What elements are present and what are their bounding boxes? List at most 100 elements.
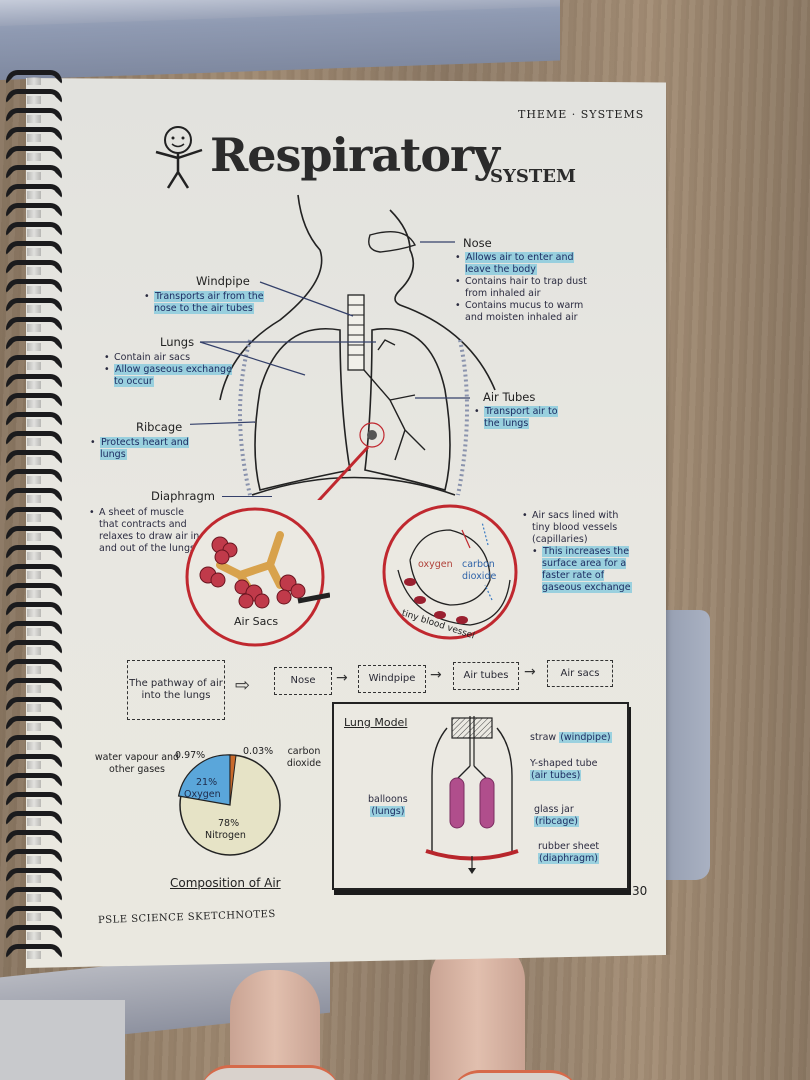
pathway-arrow-icon: → (430, 667, 442, 683)
box-corner (0, 1000, 125, 1080)
spiral-ring (6, 203, 62, 218)
page-subtitle: SYSTEM (490, 166, 576, 187)
lung-model-part-glass-jar: glass jar (ribcage) (534, 804, 579, 828)
pathway-step-air-tubes: Air tubes (453, 662, 519, 690)
diaphragm-leader-line (222, 496, 272, 498)
lung-model-panel: Lung Model straw (windpipe) Y-shaped tub… (332, 702, 629, 890)
lungs-bullets: Contain air sacs Allow gaseous exchange … (104, 352, 244, 388)
spiral-ring (6, 70, 62, 85)
lung-model-part-y-tube: Y-shaped tube (air tubes) (530, 758, 620, 782)
page-number: 30 (632, 884, 648, 898)
air-tubes-label: Air Tubes (483, 390, 536, 404)
spiral-ring (6, 526, 62, 541)
spiral-ring (6, 279, 62, 294)
part-analogy: (diaphragm) (538, 853, 599, 864)
part-item: rubber sheet (538, 841, 600, 852)
part-analogy: (ribcage) (534, 816, 579, 827)
air-sacs-illustration (185, 507, 330, 647)
spiral-ring (6, 108, 62, 123)
spiral-ring (6, 754, 62, 769)
spiral-ring (6, 735, 62, 750)
water-vapour-label: water vapour and other gases (94, 752, 180, 775)
spiral-ring (6, 184, 62, 199)
part-item: balloons (368, 794, 408, 805)
capillary-illustration (382, 504, 518, 640)
spiral-ring (6, 165, 62, 180)
spiral-ring (6, 602, 62, 617)
water-vapour-value: 0.97% (175, 750, 206, 761)
air-sacs-note-text: Air sacs lined with tiny blood vessels (… (532, 510, 619, 545)
oxygen-value: 21% (196, 777, 218, 788)
windpipe-bullet-text: Transports air from the nose to the air … (154, 291, 264, 314)
composition-title: Composition of Air (170, 876, 281, 890)
pathway-step-windpipe: Windpipe (358, 665, 426, 693)
spiral-ring (6, 640, 62, 655)
windpipe-bullets: Transports air from the nose to the air … (144, 291, 276, 315)
pathway-step-nose: Nose (274, 667, 332, 695)
theme-separator: · (571, 108, 581, 121)
lungs-label: Lungs (160, 335, 195, 349)
spiral-ring (6, 469, 62, 484)
windpipe-bullet: Transports air from the nose to the air … (144, 291, 276, 315)
nose-bullet: Contains hair to trap dust from inhaled … (455, 276, 595, 300)
spiral-ring (6, 716, 62, 731)
spiral-ring (6, 298, 62, 313)
lung-model-title: Lung Model (344, 716, 408, 729)
lung-model-part-straw: straw (windpipe) (530, 732, 612, 744)
nose-bullet-text: Contains hair to trap dust from inhaled … (465, 276, 587, 299)
spiral-ring (6, 830, 62, 845)
left-shoe (200, 1065, 340, 1080)
spiral-ring (6, 260, 62, 275)
ribcage-bullet: Protects heart and lungs (90, 437, 190, 461)
diaphragm-label: Diaphragm (151, 489, 215, 503)
ribcage-label: Ribcage (136, 420, 183, 434)
oxygen-slice-label: Oxygen (184, 789, 221, 800)
spiral-ring (6, 507, 62, 522)
part-analogy: (air tubes) (530, 770, 582, 781)
spiral-ring (6, 944, 62, 959)
theme-tag: THEME · SYSTEMS (518, 108, 644, 121)
ribcage-bullets: Protects heart and lungs (90, 437, 190, 461)
part-analogy: (windpipe) (559, 732, 612, 743)
air-tubes-bullet: Transport air to the lungs (474, 406, 564, 430)
pathway-arrow-icon: → (524, 664, 536, 680)
part-item: Y-shaped tube (530, 758, 598, 769)
air-tubes-bullet-text: Transport air to the lungs (484, 406, 558, 429)
spiral-ring (6, 146, 62, 161)
diaphragm-bullet: A sheet of muscle that contracts and rel… (89, 507, 201, 555)
spiral-ring (6, 545, 62, 560)
spiral-ring (6, 564, 62, 579)
lungs-bullet-text: Contain air sacs (114, 352, 191, 363)
pathway-step-air-sacs: Air sacs (547, 660, 613, 687)
spiral-ring (6, 697, 62, 712)
nose-label: Nose (463, 236, 492, 250)
pathway-intro-box: The pathway of air into the lungs (127, 660, 225, 720)
legs (200, 940, 580, 1080)
bell-jar-model-illustration (425, 716, 519, 874)
spiral-ring (6, 355, 62, 370)
lungs-bullet: Allow gaseous exchange to occur (104, 364, 244, 388)
spiral-ring (6, 811, 62, 826)
nitrogen-label: Nitrogen (205, 830, 246, 841)
part-item: straw (530, 732, 557, 743)
windpipe-label: Windpipe (196, 274, 250, 288)
spiral-ring (6, 336, 62, 351)
spiral-ring (6, 583, 62, 598)
respiratory-diagram (190, 194, 496, 500)
spiral-ring (6, 488, 62, 503)
diaphragm-bullet-text: A sheet of muscle that contracts and rel… (99, 507, 200, 554)
spiral-ring (6, 222, 62, 237)
nitrogen-value: 78% (218, 818, 240, 829)
spiral-ring (6, 849, 62, 864)
carbon-dioxide-label: carbon dioxide (462, 559, 497, 582)
right-leg (430, 940, 525, 1080)
nose-bullet: Contains mucus to warm and moisten inhal… (455, 300, 595, 324)
air-sacs-label: Air Sacs (234, 615, 279, 628)
pathway-block-arrow-icon: ⇨ (235, 675, 251, 696)
air-composition-pie-chart (177, 754, 281, 856)
nose-bullet-text: Allows air to enter and leave the body (465, 252, 574, 275)
air-sacs-note: Air sacs lined with tiny blood vessels (… (522, 510, 634, 594)
nose-bullet: Allows air to enter and leave the body (455, 252, 595, 276)
spiral-binding (6, 70, 66, 970)
nose-bullets: Allows air to enter and leave the body C… (455, 252, 595, 324)
